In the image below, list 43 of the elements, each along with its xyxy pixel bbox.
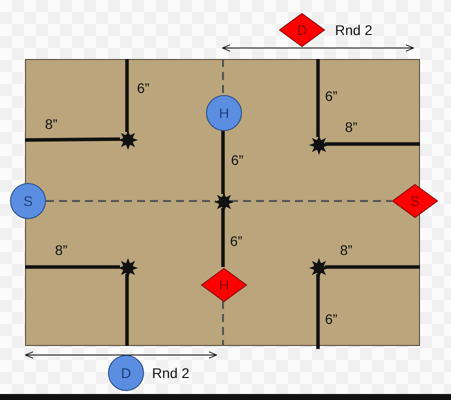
measurement-label: 8”: [55, 243, 68, 257]
connector-line: [125, 274, 129, 346]
board-panel: [25, 59, 420, 346]
starburst-marker: [118, 130, 138, 150]
connector-line: [125, 59, 129, 132]
diamond-marker: [392, 184, 438, 218]
dashed-line: [222, 59, 224, 94]
marker-letter: H: [218, 278, 230, 292]
connector-line: [316, 274, 320, 349]
circle-marker: [10, 183, 46, 219]
measurement-label: 6”: [137, 81, 150, 95]
connector-line: [316, 59, 320, 137]
marker-letter: S: [23, 194, 33, 208]
measurement-label: 6”: [231, 153, 244, 167]
marker-letter: H: [218, 106, 230, 120]
marker-letter: D: [296, 23, 308, 37]
starburst-marker: [309, 258, 329, 278]
round-label: Rnd 2: [335, 23, 372, 37]
connector-line: [25, 265, 120, 269]
dashed-line: [230, 200, 392, 202]
measurement-label: 8”: [345, 120, 358, 134]
starburst-marker: [118, 258, 138, 278]
measurement-label: 6”: [230, 234, 242, 248]
measurement-label: 6”: [325, 312, 338, 326]
starburst-marker: [309, 135, 329, 155]
circle-marker: [108, 355, 144, 391]
connector-line: [24, 137, 120, 142]
connector-line: [325, 142, 420, 146]
dashed-line: [222, 301, 224, 346]
diamond-marker: [201, 268, 247, 302]
round-label: Rnd 2: [152, 366, 190, 380]
connector-line: [221, 130, 225, 194]
connector-line: [325, 265, 420, 269]
dashed-line: [46, 200, 216, 202]
measurement-label: 8”: [340, 243, 352, 257]
circle-marker: [206, 95, 242, 131]
connector-line: [221, 208, 225, 267]
starburst-marker: [214, 192, 234, 212]
marker-letter: S: [410, 194, 420, 208]
measurement-label: 6”: [325, 89, 338, 103]
measurement-label: 8”: [45, 117, 58, 131]
diamond-marker: [279, 13, 325, 47]
marker-letter: D: [120, 366, 132, 380]
